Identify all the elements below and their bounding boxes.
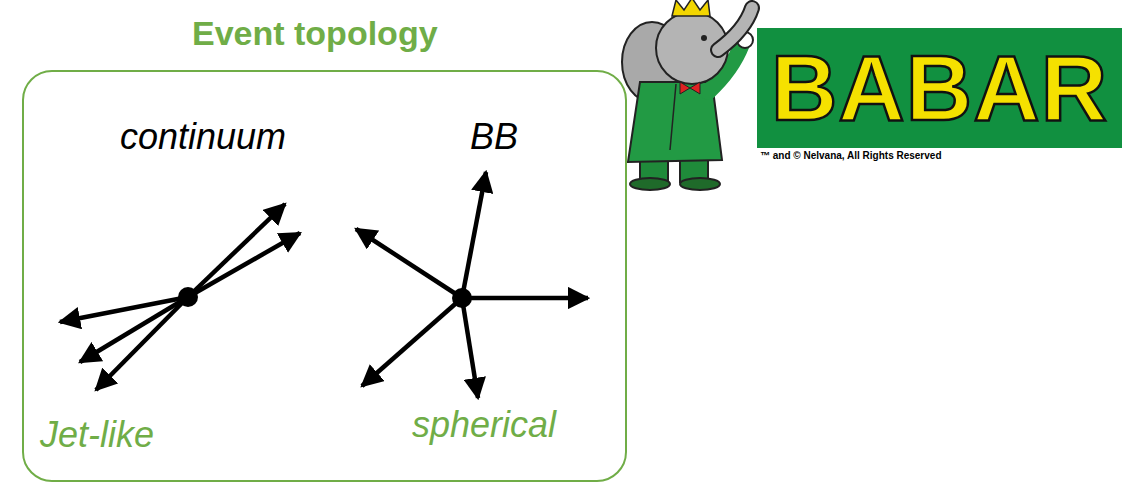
event-type-label: BB	[470, 116, 518, 158]
logo-text: BABAR	[771, 42, 1108, 134]
panel-heading: Event topology	[192, 14, 438, 53]
topology-panel: Event topologycontinuumBBJet-likespheric…	[22, 70, 627, 482]
copyright-note: ™ and © Nelvana, All Rights Reserved	[760, 150, 942, 161]
logo-box: BABAR	[757, 28, 1122, 148]
shape-label: spherical	[412, 404, 556, 446]
shape-label: Jet-like	[40, 414, 154, 456]
event-type-label: continuum	[120, 116, 286, 158]
